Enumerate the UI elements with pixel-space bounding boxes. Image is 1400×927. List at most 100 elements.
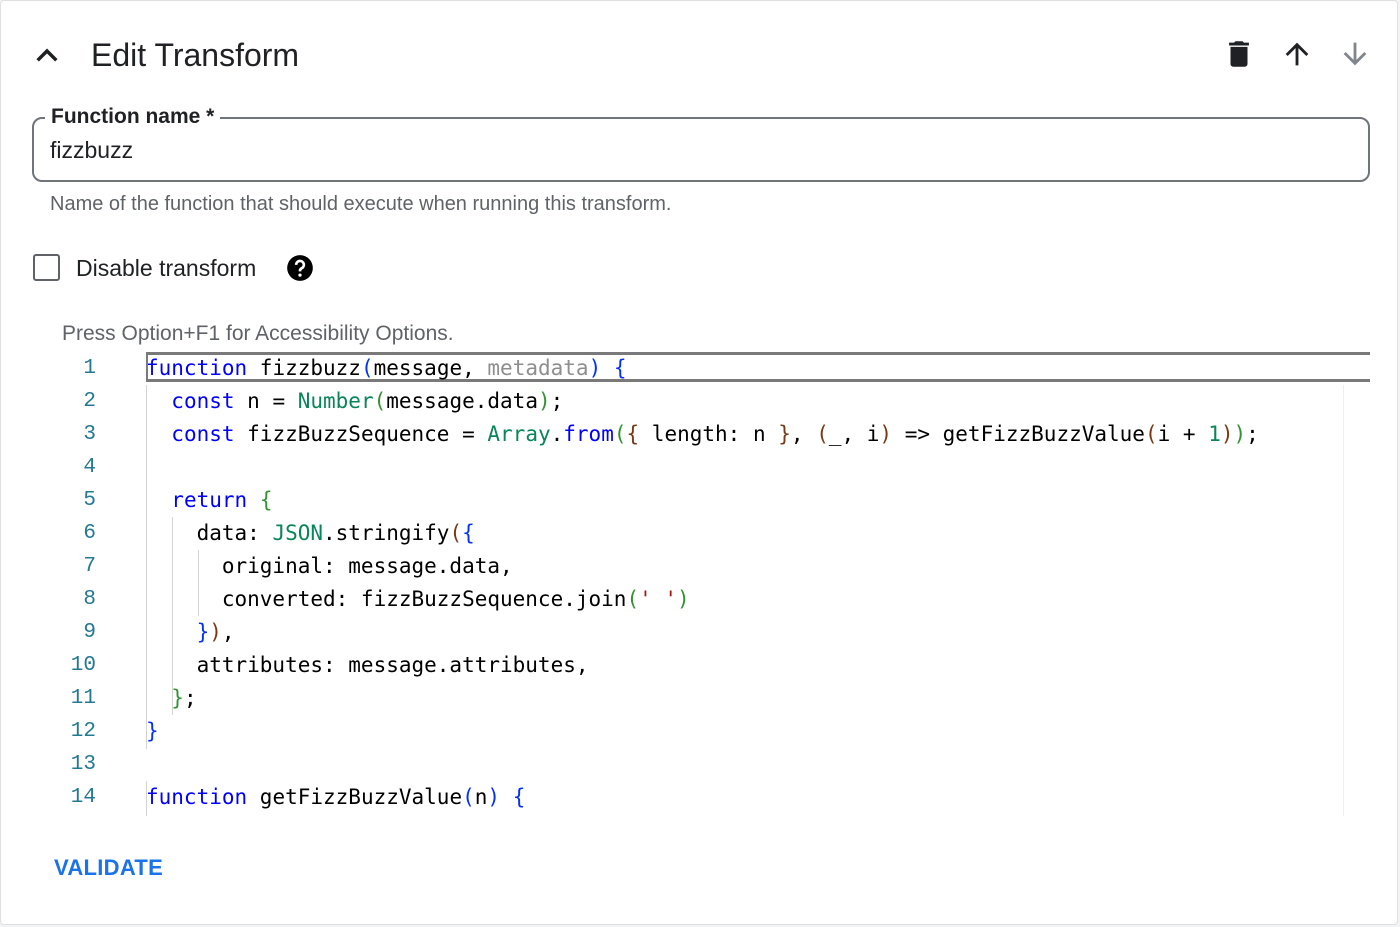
code-token: (	[613, 422, 627, 446]
function-name-label: Function name *	[45, 104, 221, 130]
code-token: data:	[146, 521, 273, 545]
code-token: {	[512, 785, 526, 809]
code-token: .	[550, 422, 564, 446]
indent-guide	[198, 550, 199, 616]
code-text: function fizzbuzz(message, metadata) {	[146, 352, 627, 385]
code-token	[601, 356, 614, 380]
code-token: )	[588, 356, 602, 380]
code-token	[146, 620, 197, 644]
code-text: };	[146, 682, 197, 715]
arrow-up-icon[interactable]	[1280, 37, 1314, 71]
code-token: (	[449, 521, 463, 545]
validate-button[interactable]: VALIDATE	[54, 855, 164, 880]
current-line-highlight	[146, 352, 1370, 382]
code-token	[247, 488, 260, 512]
code-token: )	[1233, 422, 1247, 446]
chevron-up-icon[interactable]	[31, 39, 63, 71]
line-number: 10	[70, 654, 96, 677]
code-token: .stringify	[323, 521, 450, 545]
code-token: )	[487, 785, 501, 809]
code-token: attributes: message.attributes,	[146, 653, 589, 677]
line-number: 2	[83, 390, 96, 413]
code-token: )	[1220, 422, 1234, 446]
code-text: const n = Number(message.data);	[146, 385, 563, 418]
code-token: ;	[1246, 422, 1259, 446]
code-text: function getFizzBuzzValue(n) {	[146, 781, 525, 814]
code-token: )	[209, 620, 222, 644]
code-token: (	[360, 356, 374, 380]
code-token: (	[626, 587, 640, 611]
code-token: Number	[297, 389, 374, 413]
function-name-input[interactable]	[50, 133, 1340, 167]
code-token: )	[537, 389, 551, 413]
indent-guide	[146, 385, 147, 749]
code-text: attributes: message.attributes,	[146, 649, 589, 682]
line-number: 11	[70, 687, 96, 710]
code-token: ,	[221, 620, 235, 644]
code-token: fizzBuzzSequence =	[234, 422, 488, 446]
function-name-hint: Name of the function that should execute…	[50, 193, 672, 215]
code-text: }	[146, 715, 159, 748]
code-token: (	[462, 785, 475, 809]
line-number: 13	[70, 753, 96, 776]
code-token: }	[146, 719, 159, 743]
code-token: function	[146, 785, 248, 809]
arrow-down-icon[interactable]	[1338, 37, 1372, 71]
code-token: _, i	[828, 422, 880, 446]
code-token: Array	[487, 422, 551, 446]
code-token: (	[1144, 422, 1158, 446]
line-number: 7	[83, 555, 96, 578]
code-token: )	[677, 587, 690, 611]
code-token: )	[879, 422, 893, 446]
line-number: 5	[83, 489, 96, 512]
code-token: message.data	[386, 389, 538, 413]
delete-icon[interactable]	[1222, 37, 1256, 71]
code-token: original: message.data,	[146, 554, 513, 578]
code-editor[interactable]: 1 function fizzbuzz(message, metadata) { 2…	[62, 352, 1370, 816]
code-token: converted: fizzBuzzSequence.join	[146, 587, 627, 611]
code-token: getFizzBuzzValue	[247, 785, 463, 809]
code-token: n	[474, 785, 488, 809]
code-token: ;	[550, 389, 564, 413]
line-number: 14	[70, 786, 96, 809]
code-token	[146, 389, 171, 413]
code-token: }	[196, 620, 210, 644]
line-number: 4	[83, 456, 96, 479]
code-token: ;	[183, 686, 197, 710]
code-token	[146, 422, 171, 446]
disable-transform-checkbox[interactable]	[33, 254, 60, 281]
line-number: 8	[83, 588, 96, 611]
code-text: original: message.data,	[146, 550, 513, 583]
code-token: {	[613, 356, 627, 380]
code-token: const	[171, 389, 235, 413]
code-token: {	[462, 521, 475, 545]
code-token: function	[146, 356, 248, 380]
code-token: from	[563, 422, 614, 446]
help-circle-icon[interactable]	[286, 254, 314, 282]
code-token: ' '	[639, 587, 678, 611]
code-token: (	[816, 422, 829, 446]
code-token: => getFizzBuzzValue	[892, 422, 1145, 446]
code-token: message,	[373, 356, 488, 380]
code-token: {	[259, 488, 273, 512]
accessibility-hint: Press Option+F1 for Accessibility Option…	[62, 322, 454, 345]
page-title: Edit Transform	[91, 37, 300, 73]
indent-guide	[146, 781, 147, 816]
line-number: 1	[83, 357, 96, 380]
code-token: {	[626, 422, 640, 446]
disable-transform-label[interactable]: Disable transform	[76, 255, 257, 281]
code-text: const fizzBuzzSequence = Array.from({ le…	[146, 418, 1259, 451]
code-token: return	[171, 488, 248, 512]
code-token: const	[171, 422, 235, 446]
code-text: data: JSON.stringify({	[146, 517, 475, 550]
line-number: 9	[83, 621, 96, 644]
code-token: (	[373, 389, 387, 413]
code-token: n =	[234, 389, 298, 413]
function-name-field	[32, 117, 1370, 182]
code-token: i +	[1157, 422, 1209, 446]
code-token: fizzbuzz	[247, 356, 361, 380]
code-text: converted: fizzBuzzSequence.join(' ')	[146, 583, 690, 616]
indent-guide	[172, 517, 173, 715]
line-number: 3	[83, 423, 96, 446]
code-token: length: n	[639, 422, 779, 446]
